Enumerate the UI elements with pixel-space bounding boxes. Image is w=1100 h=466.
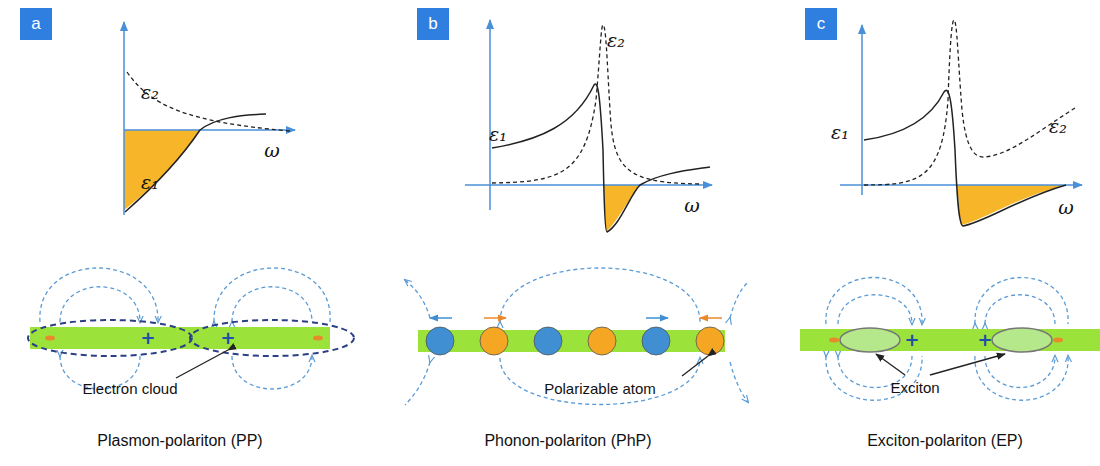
panel-letter: c <box>817 14 826 34</box>
panel-letter: a <box>31 14 40 34</box>
graph-b <box>465 20 712 232</box>
panel-caption: Phonon-polariton (PhP) <box>484 433 651 449</box>
charge-sign: + <box>220 329 235 347</box>
electron-cloud <box>28 320 192 356</box>
panel-tag: c <box>805 8 837 40</box>
negative-charge <box>1053 338 1063 343</box>
leader-line <box>876 354 905 375</box>
metal-strip <box>30 327 330 349</box>
negative-charge <box>829 338 839 343</box>
panel-caption: Exciton-polariton (EP) <box>867 433 1023 449</box>
axis-label: ω <box>264 141 280 160</box>
panel-tag: b <box>417 8 449 40</box>
leader-line <box>930 354 1005 375</box>
axis-label: ε₂ <box>1049 117 1067 136</box>
graph-a <box>124 22 295 215</box>
charge-sign: + <box>904 331 919 349</box>
panel-caption: Plasmon-polariton (PP) <box>97 433 262 449</box>
axis-label: ε₁ <box>831 123 849 142</box>
part-label: Polarizable atom <box>544 381 656 396</box>
axis-label: ω <box>684 196 700 215</box>
phonon-illustration <box>405 268 748 405</box>
charge-sign: + <box>140 329 155 347</box>
displacement-arrows <box>430 317 722 319</box>
axis-label: ε₁ <box>141 173 159 192</box>
negative-charge <box>45 336 55 341</box>
panel-tag: a <box>20 8 52 40</box>
negative-charge <box>313 336 323 341</box>
graph-c <box>840 20 1082 226</box>
axis-label: ε₁ <box>489 125 507 144</box>
semiconductor-strip <box>800 329 1100 351</box>
charge-sign: + <box>977 331 992 349</box>
part-label: Electron cloud <box>82 381 177 396</box>
crystal-strip <box>418 330 725 352</box>
leader-line <box>176 350 228 378</box>
leader-line <box>682 356 708 376</box>
axis-label: ω <box>1058 198 1074 217</box>
atoms <box>426 327 724 355</box>
exciton-shape <box>992 328 1052 352</box>
axis-label: ε₂ <box>141 83 159 102</box>
part-label: Exciton <box>890 380 939 395</box>
panel-letter: b <box>428 14 437 34</box>
axis-label: ε₂ <box>607 31 625 50</box>
electron-cloud <box>190 320 354 356</box>
exciton-shape <box>840 328 900 352</box>
